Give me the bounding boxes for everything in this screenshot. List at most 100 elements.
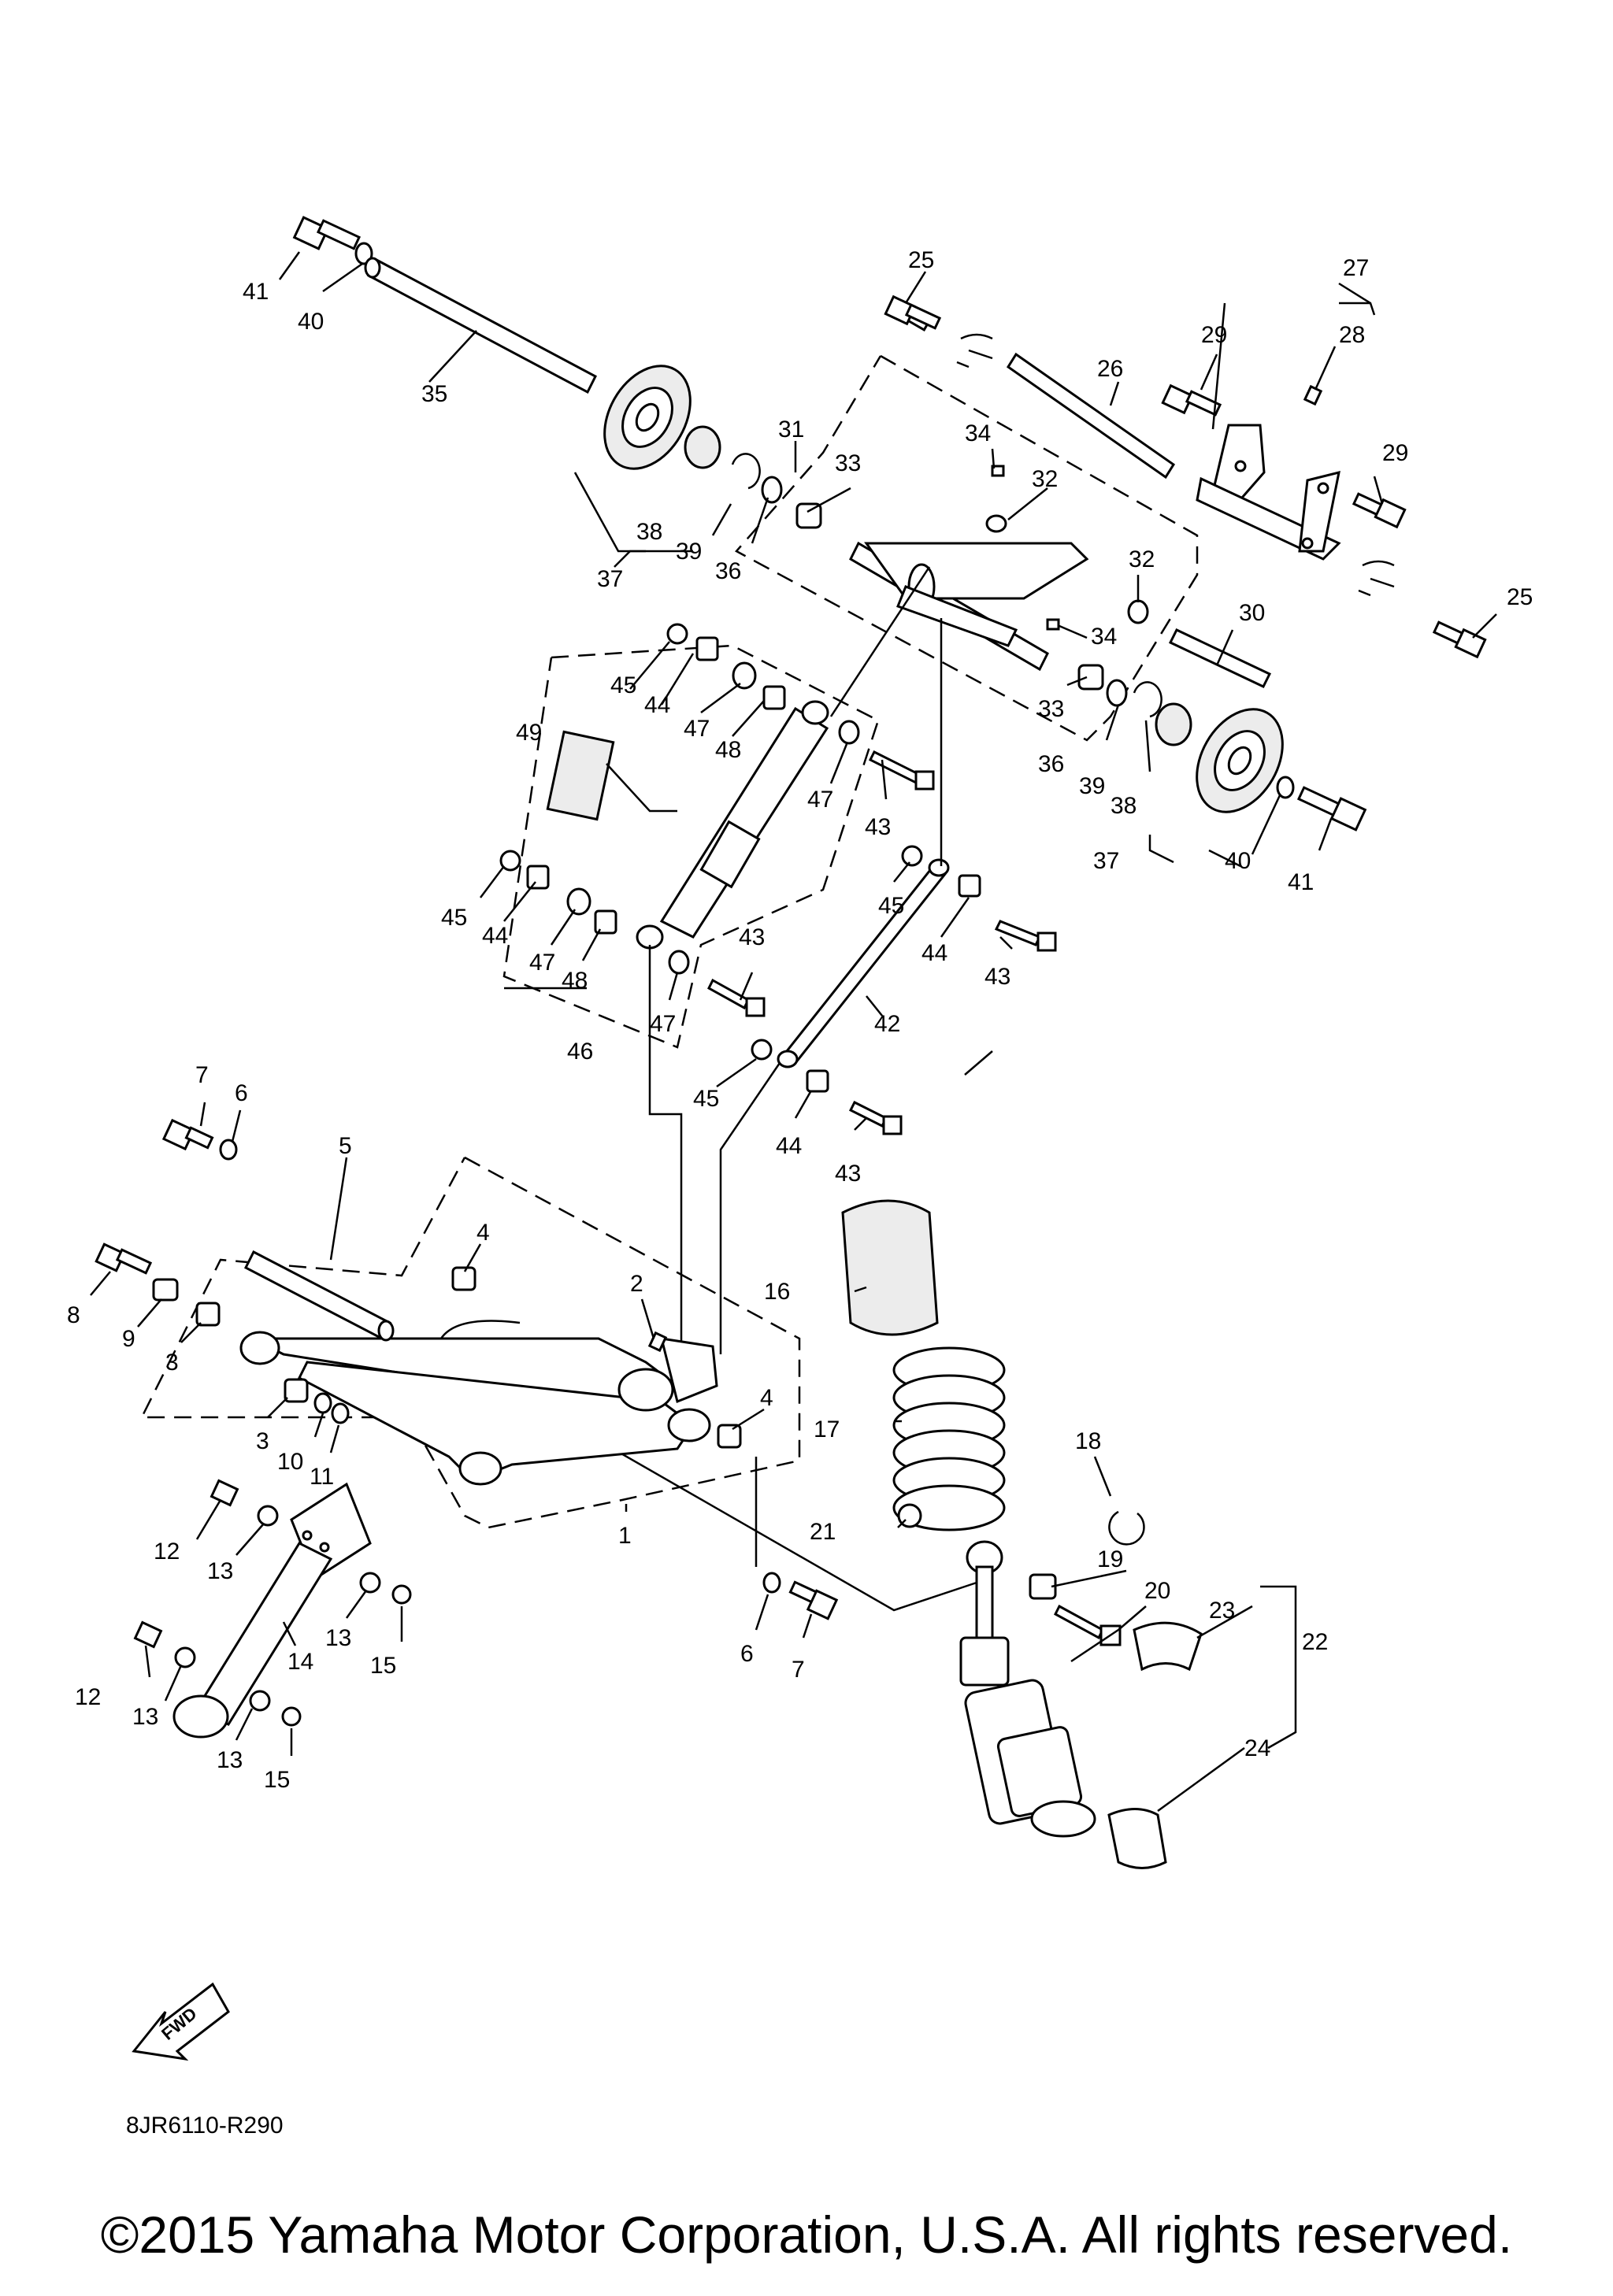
arm-31-bounding-box bbox=[735, 354, 1199, 742]
copyright-notice: ©2015 Yamaha Motor Corporation, U.S.A. A… bbox=[100, 2205, 1513, 2264]
callout-43: 43 bbox=[865, 814, 891, 840]
collar-23 bbox=[1133, 1621, 1203, 1672]
bolt-25-upper bbox=[884, 294, 942, 330]
callout-30: 30 bbox=[1239, 600, 1265, 626]
callout-45: 45 bbox=[441, 905, 467, 931]
bolt-41-upper-left bbox=[292, 216, 362, 250]
callout-47: 47 bbox=[684, 716, 710, 742]
callout-19: 19 bbox=[1097, 1546, 1123, 1572]
nut-11 bbox=[331, 1402, 350, 1424]
wheel-38-lower bbox=[1196, 708, 1284, 813]
callout-47: 47 bbox=[650, 1011, 676, 1037]
callout-45: 45 bbox=[693, 1086, 719, 1112]
figure-code: 8JR6110-R290 bbox=[126, 2113, 284, 2139]
callout-32: 32 bbox=[1129, 546, 1155, 572]
clip-18 bbox=[1108, 1510, 1145, 1546]
wheel-38-upper bbox=[603, 365, 692, 470]
callout-33: 33 bbox=[1038, 696, 1064, 722]
callout-24: 24 bbox=[1244, 1735, 1270, 1761]
bearing-38-lower bbox=[1155, 702, 1192, 746]
callout-6: 6 bbox=[235, 1080, 248, 1106]
callout-42: 42 bbox=[874, 1011, 900, 1037]
link-rod-42 bbox=[751, 845, 981, 1093]
bolt-7-upper bbox=[161, 1118, 214, 1151]
callout-12: 12 bbox=[75, 1684, 101, 1710]
callout-38: 38 bbox=[636, 519, 662, 545]
frame-reference-marks bbox=[956, 333, 1395, 597]
callout-13: 13 bbox=[217, 1747, 243, 1773]
bolt-29-left bbox=[1161, 383, 1222, 417]
callout-44: 44 bbox=[776, 1133, 802, 1159]
bracket-line-22 bbox=[1260, 1585, 1297, 1750]
callout-7: 7 bbox=[195, 1062, 209, 1088]
callout-18: 18 bbox=[1075, 1428, 1101, 1454]
grease-nipple-28 bbox=[1303, 384, 1323, 406]
shaft-35 bbox=[364, 257, 597, 394]
callout-47: 47 bbox=[529, 950, 555, 976]
bolt-7-lower bbox=[788, 1580, 839, 1620]
bolt-29-right bbox=[1352, 492, 1407, 529]
callout-23: 23 bbox=[1209, 1598, 1235, 1624]
callout-15: 15 bbox=[264, 1767, 290, 1793]
reference-lines bbox=[551, 566, 993, 1612]
callout-34: 34 bbox=[965, 420, 991, 446]
callout-40: 40 bbox=[298, 309, 324, 335]
washer-36-lower bbox=[1106, 679, 1128, 707]
circlip-39-upper bbox=[731, 453, 761, 490]
nipple-32-upper bbox=[985, 514, 1007, 533]
callout-40: 40 bbox=[1225, 848, 1251, 874]
strap-14 bbox=[172, 1482, 372, 1739]
bolt-8 bbox=[95, 1242, 153, 1275]
callout-39: 39 bbox=[676, 539, 702, 565]
callout-45: 45 bbox=[610, 672, 636, 698]
shaft-5-end bbox=[377, 1320, 395, 1342]
callout-15: 15 bbox=[370, 1653, 396, 1679]
collar-33-upper bbox=[795, 502, 822, 529]
nuts-15 bbox=[281, 1584, 412, 1727]
callout-34: 34 bbox=[1091, 624, 1117, 650]
callout-35: 35 bbox=[421, 381, 447, 407]
washer-6-lower bbox=[762, 1572, 781, 1594]
top-axle-left-group bbox=[292, 216, 783, 504]
washer-6-upper bbox=[219, 1139, 238, 1161]
shaft-5 bbox=[243, 1250, 392, 1341]
callout-13: 13 bbox=[207, 1558, 233, 1584]
callout-41: 41 bbox=[1288, 869, 1314, 895]
washer-36-upper bbox=[761, 476, 783, 504]
top-axle-right-group bbox=[1077, 664, 1367, 831]
callout-25: 25 bbox=[1507, 584, 1533, 610]
callout-38: 38 bbox=[1111, 793, 1137, 819]
washer-40-lower bbox=[1276, 776, 1295, 799]
callout-20: 20 bbox=[1144, 1578, 1170, 1604]
callout-10: 10 bbox=[277, 1449, 303, 1475]
callout-3: 3 bbox=[256, 1428, 269, 1454]
callout-14: 14 bbox=[287, 1649, 313, 1675]
callout-28: 28 bbox=[1339, 322, 1365, 348]
fwd-arrow-icon: FWD bbox=[132, 1982, 230, 2061]
callout-33: 33 bbox=[835, 450, 861, 476]
callout-43: 43 bbox=[835, 1161, 861, 1187]
collar-33-lower bbox=[1077, 664, 1104, 691]
callout-43: 43 bbox=[984, 964, 1010, 990]
callout-36: 36 bbox=[715, 558, 741, 584]
callout-26: 26 bbox=[1097, 356, 1123, 382]
collar-4-upper bbox=[451, 1266, 476, 1291]
collar-4-lower bbox=[717, 1424, 742, 1449]
callout-4: 4 bbox=[476, 1220, 490, 1246]
spring-17 bbox=[892, 1346, 1006, 1531]
callout-3: 3 bbox=[165, 1350, 179, 1376]
callout-44: 44 bbox=[482, 923, 508, 949]
callout-13: 13 bbox=[325, 1625, 351, 1651]
grease-34-upper bbox=[991, 465, 1005, 477]
callout-7: 7 bbox=[792, 1657, 805, 1683]
callout-21: 21 bbox=[810, 1519, 836, 1545]
bolt-41-lower bbox=[1296, 786, 1367, 831]
callout-48: 48 bbox=[562, 968, 588, 994]
callout-12: 12 bbox=[154, 1539, 180, 1565]
callout-25: 25 bbox=[908, 247, 934, 273]
callout-47: 47 bbox=[807, 787, 833, 813]
callout-27: 27 bbox=[1343, 255, 1369, 281]
callout-6: 6 bbox=[740, 1641, 754, 1667]
bolt-25-lower bbox=[1432, 620, 1487, 659]
washer-10 bbox=[313, 1392, 332, 1414]
